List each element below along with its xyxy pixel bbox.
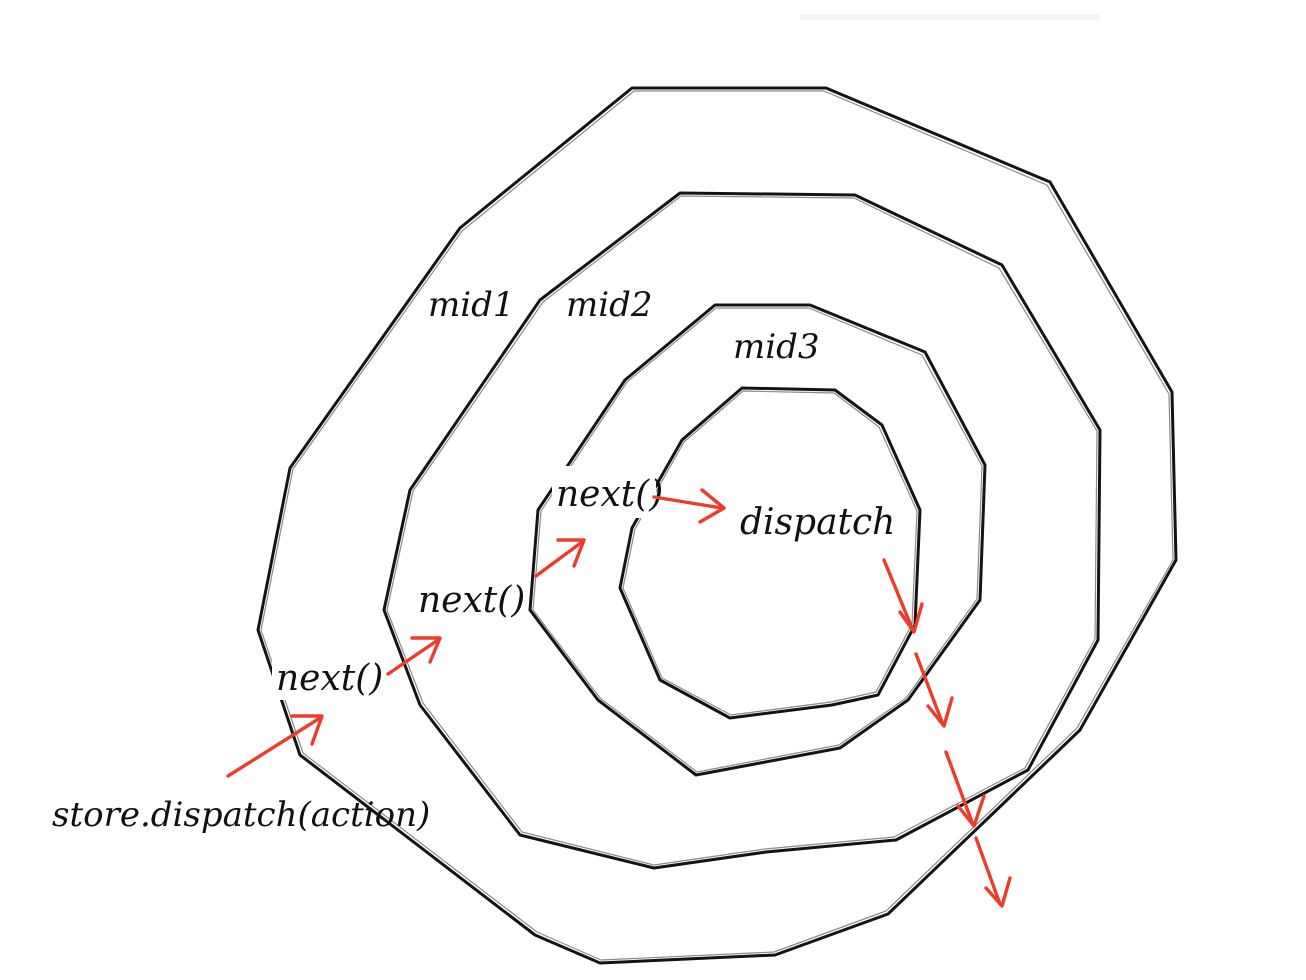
next-label-3: next() bbox=[556, 474, 663, 515]
ring-core-outline bbox=[618, 386, 922, 720]
arrow-out-4-shaft bbox=[974, 836, 1002, 906]
arrow-out-1 bbox=[882, 558, 924, 634]
ring-label-mid1: mid1 bbox=[428, 285, 515, 325]
outbound-arrows bbox=[882, 558, 1012, 908]
arrow-out-3 bbox=[944, 750, 986, 828]
arrow-mid2-to-mid3 bbox=[534, 538, 586, 578]
arrow-mid1-shaft bbox=[386, 638, 440, 676]
arrow-mid2-shaft bbox=[534, 540, 584, 578]
ring-mid1-outline bbox=[256, 86, 1178, 965]
arrow-out-2-head bbox=[926, 696, 954, 728]
arrow-out-2-shaft bbox=[914, 652, 944, 724]
ring-mid2 bbox=[382, 191, 1102, 870]
arrow-mid3-shaft bbox=[652, 495, 724, 510]
top-smudge bbox=[800, 14, 1100, 20]
next-label-bg-1 bbox=[272, 648, 378, 700]
ring-label-mid3: mid3 bbox=[733, 327, 820, 367]
arrow-out-3-shaft bbox=[944, 750, 974, 824]
arrow-mid3-head bbox=[698, 488, 726, 524]
next-label-2: next() bbox=[418, 580, 525, 621]
entry-label-store-dispatch: store.dispatch(action) bbox=[52, 795, 430, 835]
arrow-out-4-head bbox=[984, 876, 1012, 908]
arrow-out-1-head bbox=[898, 602, 924, 634]
arrow-entry-shaft bbox=[226, 716, 322, 778]
ring-mid3-ghost bbox=[532, 307, 983, 773]
ring-core bbox=[618, 386, 922, 720]
ring-label-mid2: mid2 bbox=[566, 285, 653, 325]
arrow-mid3-to-dispatch bbox=[652, 488, 726, 524]
ring-mid2-ghost bbox=[386, 195, 1098, 866]
ring-mid2-outline bbox=[382, 191, 1102, 870]
ring-mid3 bbox=[528, 303, 987, 777]
ring-mid1-ghost bbox=[260, 90, 1174, 961]
next-label-1: next() bbox=[276, 658, 383, 699]
arrow-entry-head bbox=[290, 714, 324, 746]
arrow-out-2 bbox=[914, 652, 954, 728]
core-label-dispatch: dispatch bbox=[740, 502, 895, 543]
next-label-bg-3 bbox=[552, 466, 656, 518]
arrow-out-3-head bbox=[956, 794, 986, 828]
arrow-mid1-head bbox=[410, 636, 442, 664]
inbound-arrows bbox=[226, 488, 726, 778]
arrow-out-1-shaft bbox=[882, 558, 914, 630]
ring-mid3-outline bbox=[528, 303, 987, 777]
arrow-mid1-to-mid2 bbox=[386, 636, 442, 676]
next-label-bg-2 bbox=[414, 574, 520, 626]
arrow-out-4 bbox=[974, 836, 1012, 908]
ring-core-ghost bbox=[622, 390, 918, 716]
arrow-mid2-head bbox=[556, 538, 586, 568]
ring-mid1 bbox=[256, 86, 1178, 965]
arrow-entry-to-mid1 bbox=[226, 714, 324, 778]
